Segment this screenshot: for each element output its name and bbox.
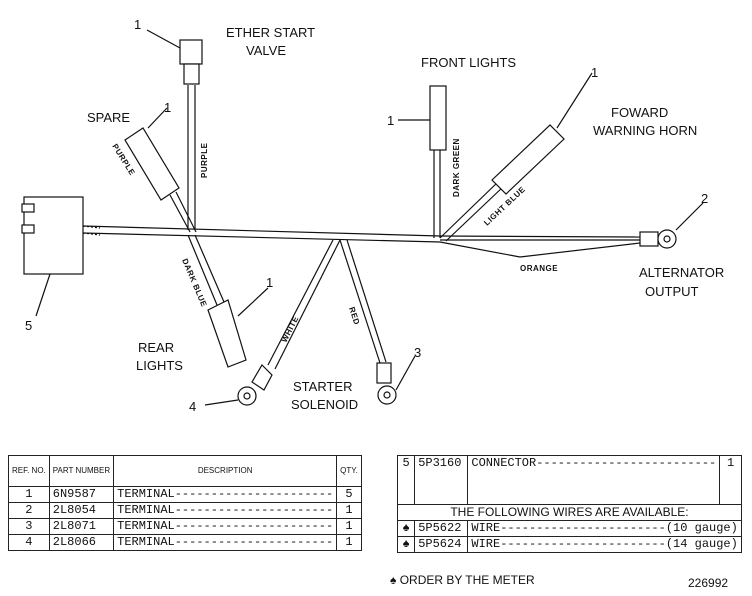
- ref-number-ether: 1: [134, 17, 141, 32]
- row-part: 5P3160: [414, 455, 469, 505]
- wiring-harness-diagram: ETHER START VALVE FRONT LIGHTS SPARE FOW…: [21, 17, 724, 414]
- ref-number-alternator: 2: [701, 191, 708, 206]
- row-part: 2L8071: [48, 518, 115, 535]
- spare-label: SPARE: [87, 110, 130, 125]
- row-desc: WIRE-----------------------(10 gauge): [467, 520, 742, 537]
- wire-label-orange: ORANGE: [520, 264, 558, 273]
- alternator-label-1: ALTERNATOR: [639, 265, 724, 280]
- ref-number-connector: 5: [25, 318, 32, 333]
- table-row: ♠ 5P5624 WIRE-----------------------(14 …: [396, 536, 742, 553]
- table-row: 1 6N9587 TERMINAL---------------------- …: [8, 486, 362, 503]
- row-ref: 5: [396, 455, 416, 505]
- table-row: 3 2L8071 TERMINAL---------------------- …: [8, 518, 362, 535]
- row-desc: TERMINAL----------------------: [113, 502, 338, 519]
- starter-solenoid-label-2: SOLENOID: [291, 397, 358, 412]
- header-description: DESCRIPTION: [113, 455, 338, 487]
- row-qty: 1: [336, 534, 362, 551]
- wire-label-red: RED: [347, 306, 361, 326]
- table-row-connector: 5 5P3160 CONNECTOR----------------------…: [396, 455, 742, 505]
- row-part: 5P5622: [414, 520, 469, 537]
- header-part-number: PART NUMBER: [48, 455, 115, 487]
- order-by-meter-note: ♠ ORDER BY THE METER: [390, 573, 535, 587]
- wire-label-dark-green: DARK GREEN: [452, 138, 461, 197]
- row-part: 2L8066: [48, 534, 115, 551]
- rear-lights-label-2: LIGHTS: [136, 358, 183, 373]
- parts-table-2: 5 5P3160 CONNECTOR----------------------…: [396, 455, 742, 553]
- rear-lights-label-1: REAR: [138, 340, 174, 355]
- table-row: 4 2L8066 TERMINAL---------------------- …: [8, 534, 362, 551]
- ether-start-valve-label-1: ETHER START: [226, 25, 315, 40]
- ref-number-rear-lights: 1: [266, 275, 273, 290]
- ref-number-spare: 1: [164, 100, 171, 115]
- table-row: 2 2L8054 TERMINAL---------------------- …: [8, 502, 362, 519]
- wire-label-purple-ether: PURPLE: [200, 142, 209, 178]
- row-marker: ♠: [396, 520, 416, 537]
- row-part: 6N9587: [48, 486, 115, 503]
- wires-heading: THE FOLLOWING WIRES ARE AVAILABLE:: [397, 504, 742, 521]
- row-qty: 5: [336, 486, 362, 503]
- row-qty: 1: [719, 455, 742, 505]
- row-ref: 1: [8, 486, 50, 503]
- row-desc: WIRE-----------------------(14 gauge): [467, 536, 742, 553]
- wires-heading-row: THE FOLLOWING WIRES ARE AVAILABLE:: [397, 504, 742, 521]
- row-desc: TERMINAL----------------------: [113, 534, 338, 551]
- starter-solenoid-label-1: STARTER: [293, 379, 352, 394]
- wire-label-dark-blue: DARK BLUE: [180, 257, 209, 308]
- row-desc: TERMINAL----------------------: [113, 486, 338, 503]
- row-qty: 1: [336, 502, 362, 519]
- row-part: 2L8054: [48, 502, 115, 519]
- ref-number-starter-white: 4: [189, 399, 196, 414]
- row-marker: ♠: [396, 536, 416, 553]
- table-row: ♠ 5P5622 WIRE-----------------------(10 …: [396, 520, 742, 537]
- ref-number-front-lights: 1: [387, 113, 394, 128]
- row-part: 5P5624: [414, 536, 469, 553]
- alternator-label-2: OUTPUT: [645, 284, 699, 299]
- ether-start-valve-label-2: VALVE: [246, 43, 286, 58]
- row-desc: CONNECTOR-------------------------: [467, 455, 721, 505]
- forward-horn-label-2: WARNING HORN: [593, 123, 697, 138]
- parts-table: REF. NO. PART NUMBER DESCRIPTION QTY. 1 …: [8, 455, 362, 551]
- row-ref: 3: [8, 518, 50, 535]
- front-lights-label: FRONT LIGHTS: [421, 55, 516, 70]
- header-qty: QTY.: [336, 455, 362, 487]
- header-ref-no: REF. NO.: [8, 455, 50, 487]
- forward-horn-label-1: FOWARD: [611, 105, 668, 120]
- row-ref: 2: [8, 502, 50, 519]
- row-desc: TERMINAL----------------------: [113, 518, 338, 535]
- row-ref: 4: [8, 534, 50, 551]
- ref-number-horn: 1: [591, 65, 598, 80]
- drawing-number: 226992: [688, 576, 729, 590]
- ref-number-starter-red: 3: [414, 345, 421, 360]
- row-qty: 1: [336, 518, 362, 535]
- parts-table-header: REF. NO. PART NUMBER DESCRIPTION QTY.: [8, 455, 362, 487]
